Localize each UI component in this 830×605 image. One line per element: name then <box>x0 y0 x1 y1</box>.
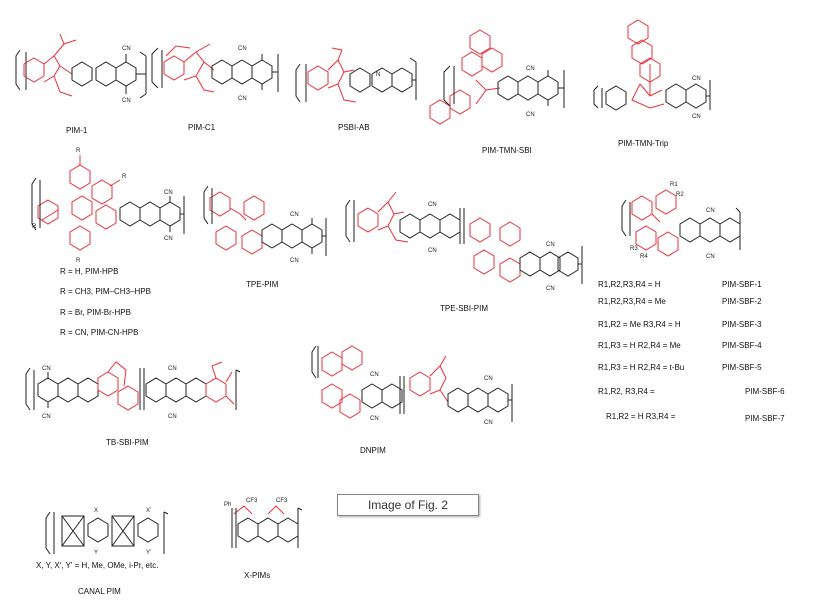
cn-label: CN <box>122 98 131 104</box>
r-label: R <box>76 148 81 154</box>
canal-pim-label: CANAL PIM <box>78 587 121 596</box>
cn-label: CN <box>168 414 177 420</box>
cn-label: CN <box>526 112 535 118</box>
x-pims-label: X-PIMs <box>244 571 270 580</box>
x-pims-structure: Ph CF3 CF3 X-PIMs <box>224 498 303 580</box>
cn-label: CN <box>484 420 493 426</box>
cn-label: CN <box>42 366 51 372</box>
cn-label: CN <box>290 258 299 264</box>
sbf-condition: R1,R2, R3,R4 = <box>598 387 655 396</box>
cn-label: CN <box>428 248 437 254</box>
hpb-label-4: R = CN, PIM-CN-HPB <box>60 328 138 337</box>
cn-label: CN <box>290 212 299 218</box>
hpb-label-1: R = H, PIM-HPB <box>60 267 118 276</box>
tb-sbi-pim-label: TB-SBI-PIM <box>106 438 149 447</box>
tpe-pim-structure: CN CN TPE-PIM <box>203 185 327 289</box>
r1-label: R1 <box>670 182 678 188</box>
r-label: R <box>76 258 81 264</box>
r-label: R <box>122 174 127 180</box>
pim-tmn-sbi-label: PIM-TMN-SBI <box>482 146 532 155</box>
pim-hpb-structure: R R R R CN CN R = H, PIM-HPB R = CH3, PI… <box>31 148 185 337</box>
cn-label: CN <box>706 254 715 260</box>
sbf-name: PIM-SBF-7 <box>745 414 785 423</box>
cn-label: CN <box>370 372 379 378</box>
cn-label: CN <box>164 190 173 196</box>
r-label: R <box>32 224 37 230</box>
tpe-sbi-pim-label: TPE-SBI-PIM <box>440 304 488 313</box>
sbf-name: PIM-SBF-3 <box>722 320 762 329</box>
cf3-label: CF3 <box>246 498 258 504</box>
canal-subst-label: X, Y, X', Y' = H, Me, OMe, i-Pr, etc. <box>36 561 158 570</box>
tpe-pim-label: TPE-PIM <box>246 280 279 289</box>
sbf-name: PIM-SBF-1 <box>722 280 762 289</box>
xp-label: X' <box>146 508 151 514</box>
tpe-sbi-pim-structure: CN CN CN CN TPE-SBI-PIM <box>345 191 583 313</box>
sbf-name: PIM-SBF-6 <box>745 387 785 396</box>
cn-label: CN <box>168 366 177 372</box>
psbi-ab-structure: N PSBI-AB <box>295 47 417 132</box>
sbf-condition: R1,R2 = Me R3,R4 = H <box>598 320 681 329</box>
cn-label: CN <box>164 236 173 242</box>
cn-label: CN <box>484 376 493 382</box>
hpb-label-3: R = Br, PIM-Br-HPB <box>60 308 131 317</box>
pim-sbf-structure: R1 R2 R3 R4 CN CN <box>621 182 741 260</box>
cn-label: CN <box>42 414 51 420</box>
cn-label: CN <box>428 202 437 208</box>
pim-sbf-table: R1,R2,R3,R4 = H PIM-SBF-1R1,R2,R3,R4 = Me… <box>598 280 785 423</box>
pim-tmn-trip-structure: CN CN PIM-TMN-Trip <box>593 19 711 148</box>
cn-label: CN <box>706 208 715 214</box>
cn-label: CN <box>546 242 555 248</box>
cn-label: CN <box>546 286 555 292</box>
sbf-name: PIM-SBF-4 <box>722 341 762 350</box>
sbf-name: PIM-SBF-2 <box>722 297 762 306</box>
cn-label: CN <box>692 76 701 82</box>
dnpim-structure: CN CN CN CN DNPIM <box>311 345 513 455</box>
n-label: N <box>376 72 380 78</box>
cn-label: CN <box>692 114 701 120</box>
pim-1-label: PIM-1 <box>66 126 88 135</box>
pim-c1-label: PIM-C1 <box>188 123 216 132</box>
cn-label: CN <box>238 96 247 102</box>
r2-label: R2 <box>676 192 684 198</box>
y-label: Y <box>94 550 98 556</box>
x-label: X <box>94 508 98 514</box>
canal-pim-structure: X Y X' Y' X, Y, X', Y' = H, Me, OMe, i-P… <box>36 508 169 596</box>
pim-tmn-trip-label: PIM-TMN-Trip <box>618 139 669 148</box>
sbf-name: PIM-SBF-5 <box>722 363 762 372</box>
cn-label: CN <box>122 46 131 52</box>
cn-label: CN <box>370 416 379 422</box>
sbf-condition: R1,R3 = H R2,R4 = Me <box>598 341 681 350</box>
sbf-condition: R1,R3 = H R2,R4 = t-Bu <box>598 363 684 372</box>
figure-caption-badge: Image of Fig. 2 <box>337 494 479 516</box>
pim-tmn-sbi-structure: CN CN PIM-TMN-SBI <box>429 29 565 155</box>
sbf-condition: R1,R2,R3,R4 = Me <box>598 297 666 306</box>
r4-label: R4 <box>640 254 648 260</box>
sbf-condition: R1,R2,R3,R4 = H <box>598 280 661 289</box>
ph-label: Ph <box>224 502 231 508</box>
cn-label: CN <box>526 66 535 72</box>
r3-label: R3 <box>630 246 638 252</box>
cn-label: CN <box>238 46 247 52</box>
psbi-ab-label: PSBI-AB <box>338 123 370 132</box>
pim-1-structure: CN CN PIM-1 <box>15 33 147 135</box>
tb-sbi-pim-structure: CN CN CN CN TB-SBI-PIM <box>25 361 241 447</box>
pim-c1-structure: CN CN PIM-C1 <box>151 43 279 132</box>
hpb-label-2: R = CH3, PIM–CH3–HPB <box>60 287 151 296</box>
sbf-condition: R1,R2 = H R3,R4 = <box>606 412 676 421</box>
cf3-label: CF3 <box>276 498 288 504</box>
dnpim-label: DNPIM <box>360 446 386 455</box>
yp-label: Y' <box>146 550 151 556</box>
